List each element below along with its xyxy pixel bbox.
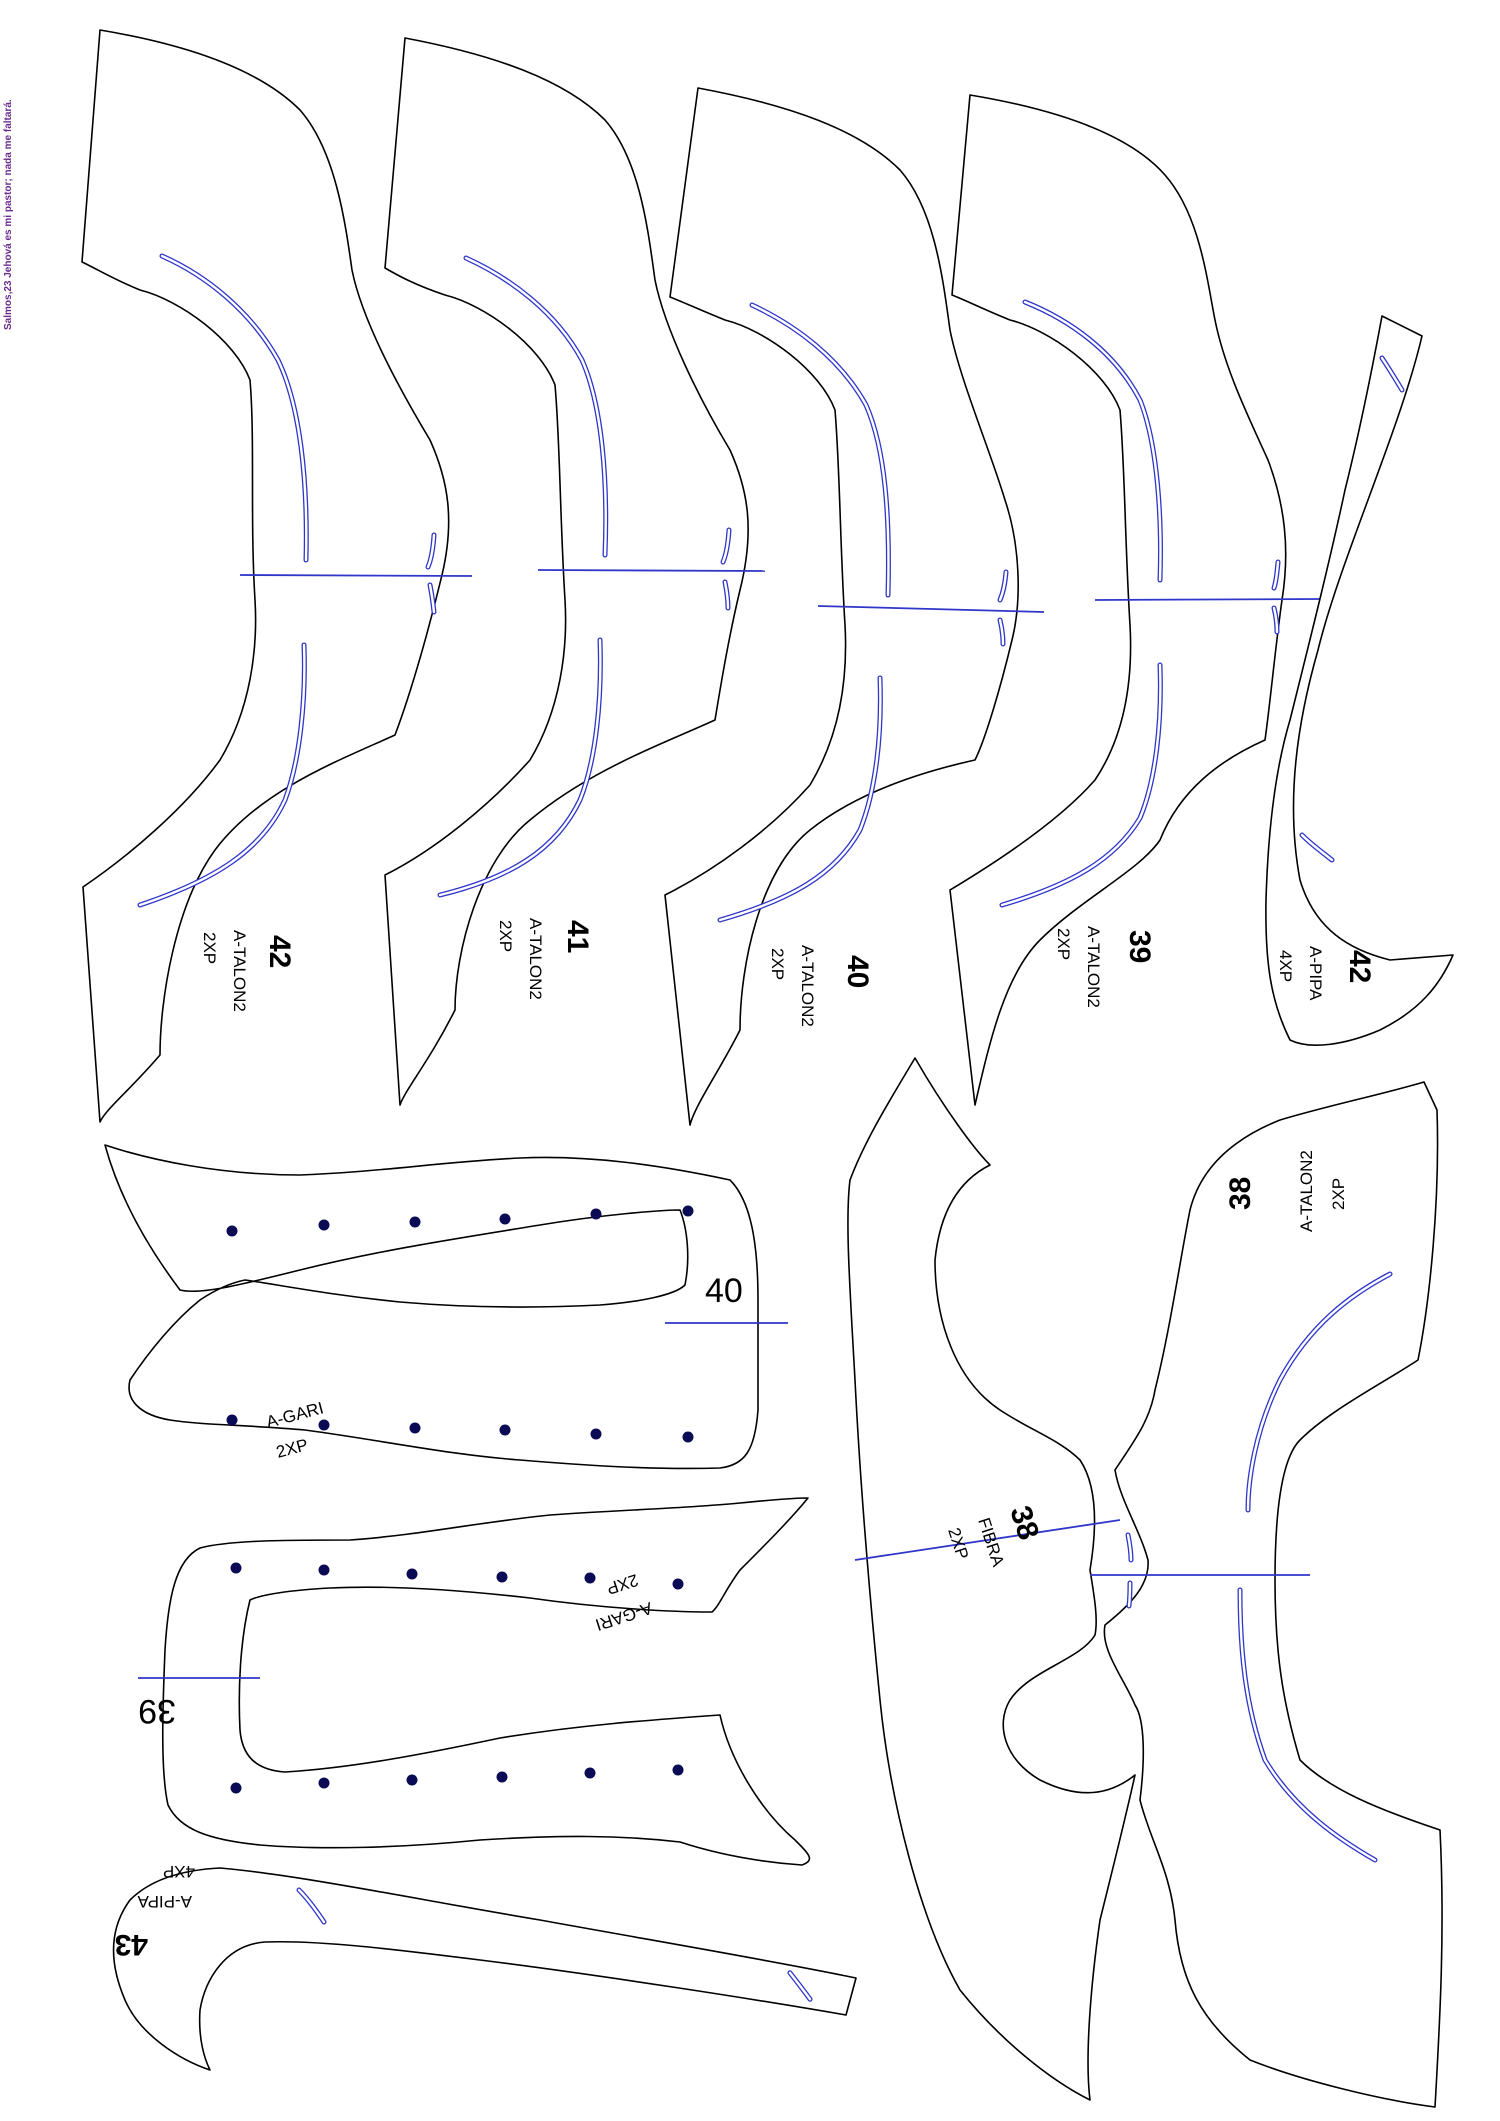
piece-outline [112, 1867, 857, 2071]
rivet-dot [499, 1424, 511, 1436]
rivet-dot [230, 1782, 242, 1794]
quantity-label: 2XP [274, 1435, 310, 1462]
piece-outline [1265, 315, 1454, 1046]
rivet-dot [409, 1216, 421, 1228]
quantity-label: 4XP [1276, 950, 1295, 982]
guide-slot [437, 637, 603, 898]
piece-fibra-38[interactable]: 38 FIBRA 2XP [847, 1057, 1136, 2101]
piece-name-label: A-TALON2 [1084, 926, 1103, 1008]
watermark-text: Salmos,23 Jehová es mi pastor; nada me f… [3, 99, 14, 330]
quantity-label: 2XP [944, 1525, 972, 1561]
piece-talon-41[interactable]: 41 A-TALON2 2XP [384, 37, 766, 1106]
rivet-dot [672, 1764, 684, 1776]
quantity-label: 2XP [200, 932, 219, 964]
quantity-label: 4XP [163, 1862, 195, 1881]
piece-outline [949, 94, 1287, 1106]
piece-name-label: A-TALON2 [798, 945, 817, 1027]
rivet-dot [682, 1431, 694, 1443]
piece-talon-38[interactable]: 38 A-TALON2 2XP [1090, 1081, 1443, 2108]
center-line [537, 569, 766, 572]
quantity-label: 2XP [1054, 928, 1073, 960]
center-line [854, 1519, 1121, 1561]
piece-name-label: A-TALON2 [1297, 1150, 1316, 1232]
rivet-dot [318, 1219, 330, 1231]
piece-name-label: A-GARI [264, 1398, 325, 1432]
size-label: 40 [841, 955, 874, 988]
rivet-dot [584, 1767, 596, 1779]
piece-pipa-43[interactable]: 43 A-PIPA 4XP [112, 1862, 857, 2071]
guide-slot [1022, 299, 1163, 583]
size-label: 38 [1224, 1177, 1257, 1210]
piece-talon-42[interactable]: 42 A-TALON2 2XP [81, 29, 473, 1123]
piece-name-label: A-TALON2 [526, 918, 545, 1000]
piece-outline [81, 29, 450, 1123]
piece-name-label: FIBRA [974, 1515, 1008, 1569]
guide-slot [1245, 1271, 1393, 1513]
rivet-dot [496, 1771, 508, 1783]
size-label: 42 [1343, 950, 1376, 983]
rivet-dot [406, 1568, 418, 1580]
guide-slot [999, 662, 1163, 908]
size-label: 40 [705, 1272, 743, 1310]
piece-outline [161, 1497, 811, 1866]
piece-name-label: A-PIPA [1306, 946, 1325, 1001]
center-line [817, 605, 1045, 613]
rivet-dot [496, 1571, 508, 1583]
rivet-dot [318, 1419, 330, 1431]
size-label: 41 [561, 920, 594, 953]
rivet-dot [226, 1225, 238, 1237]
rivet-dot [226, 1414, 238, 1426]
rivet-dot [584, 1572, 596, 1584]
center-line [239, 574, 473, 577]
piece-name-label: A-PIPA [137, 1892, 192, 1911]
piece-pipa-42[interactable]: 42 A-PIPA 4XP [1265, 315, 1454, 1046]
piece-outline [384, 37, 749, 1106]
quantity-label: 2XP [496, 920, 515, 952]
guide-slot [137, 642, 307, 908]
quantity-label: 2XP [1329, 1178, 1348, 1210]
piece-gari-39[interactable]: 39 A-GARI 2XP [138, 1497, 811, 1866]
size-label: 39 [138, 1692, 176, 1730]
rivet-dot [409, 1422, 421, 1434]
size-label: 43 [115, 1928, 148, 1961]
piece-outline [1103, 1081, 1443, 2108]
rivet-dot [499, 1213, 511, 1225]
size-label: 42 [263, 935, 296, 968]
rivet-dot [682, 1205, 694, 1217]
guide-slot [1237, 1587, 1378, 1863]
rivet-dot [590, 1208, 602, 1220]
size-label: 39 [1123, 930, 1156, 963]
piece-talon-39[interactable]: 39 A-TALON2 2XP [949, 94, 1321, 1106]
piece-name-label: A-TALON2 [230, 930, 249, 1012]
center-line [1094, 598, 1321, 601]
piece-outline [664, 87, 1019, 1126]
piece-gari-40[interactable]: 40 A-GARI 2XP [104, 1144, 788, 1470]
rivet-dot [672, 1578, 684, 1590]
piece-talon-40[interactable]: 40 A-TALON2 2XP [664, 87, 1045, 1126]
guide-slot [159, 253, 309, 563]
piece-outline [104, 1144, 759, 1470]
piece-outline [847, 1057, 1136, 2101]
rivet-dot [590, 1428, 602, 1440]
guide-slot [717, 675, 883, 923]
rivet-dot [318, 1564, 330, 1576]
rivet-dot [318, 1777, 330, 1789]
piece-name-label: A-GARI [593, 1598, 655, 1634]
quantity-label: 2XP [768, 948, 787, 980]
quantity-label: 2XP [604, 1570, 640, 1598]
rivet-dot [230, 1562, 242, 1574]
rivet-dot [406, 1774, 418, 1786]
size-label: 38 [1003, 1502, 1045, 1544]
